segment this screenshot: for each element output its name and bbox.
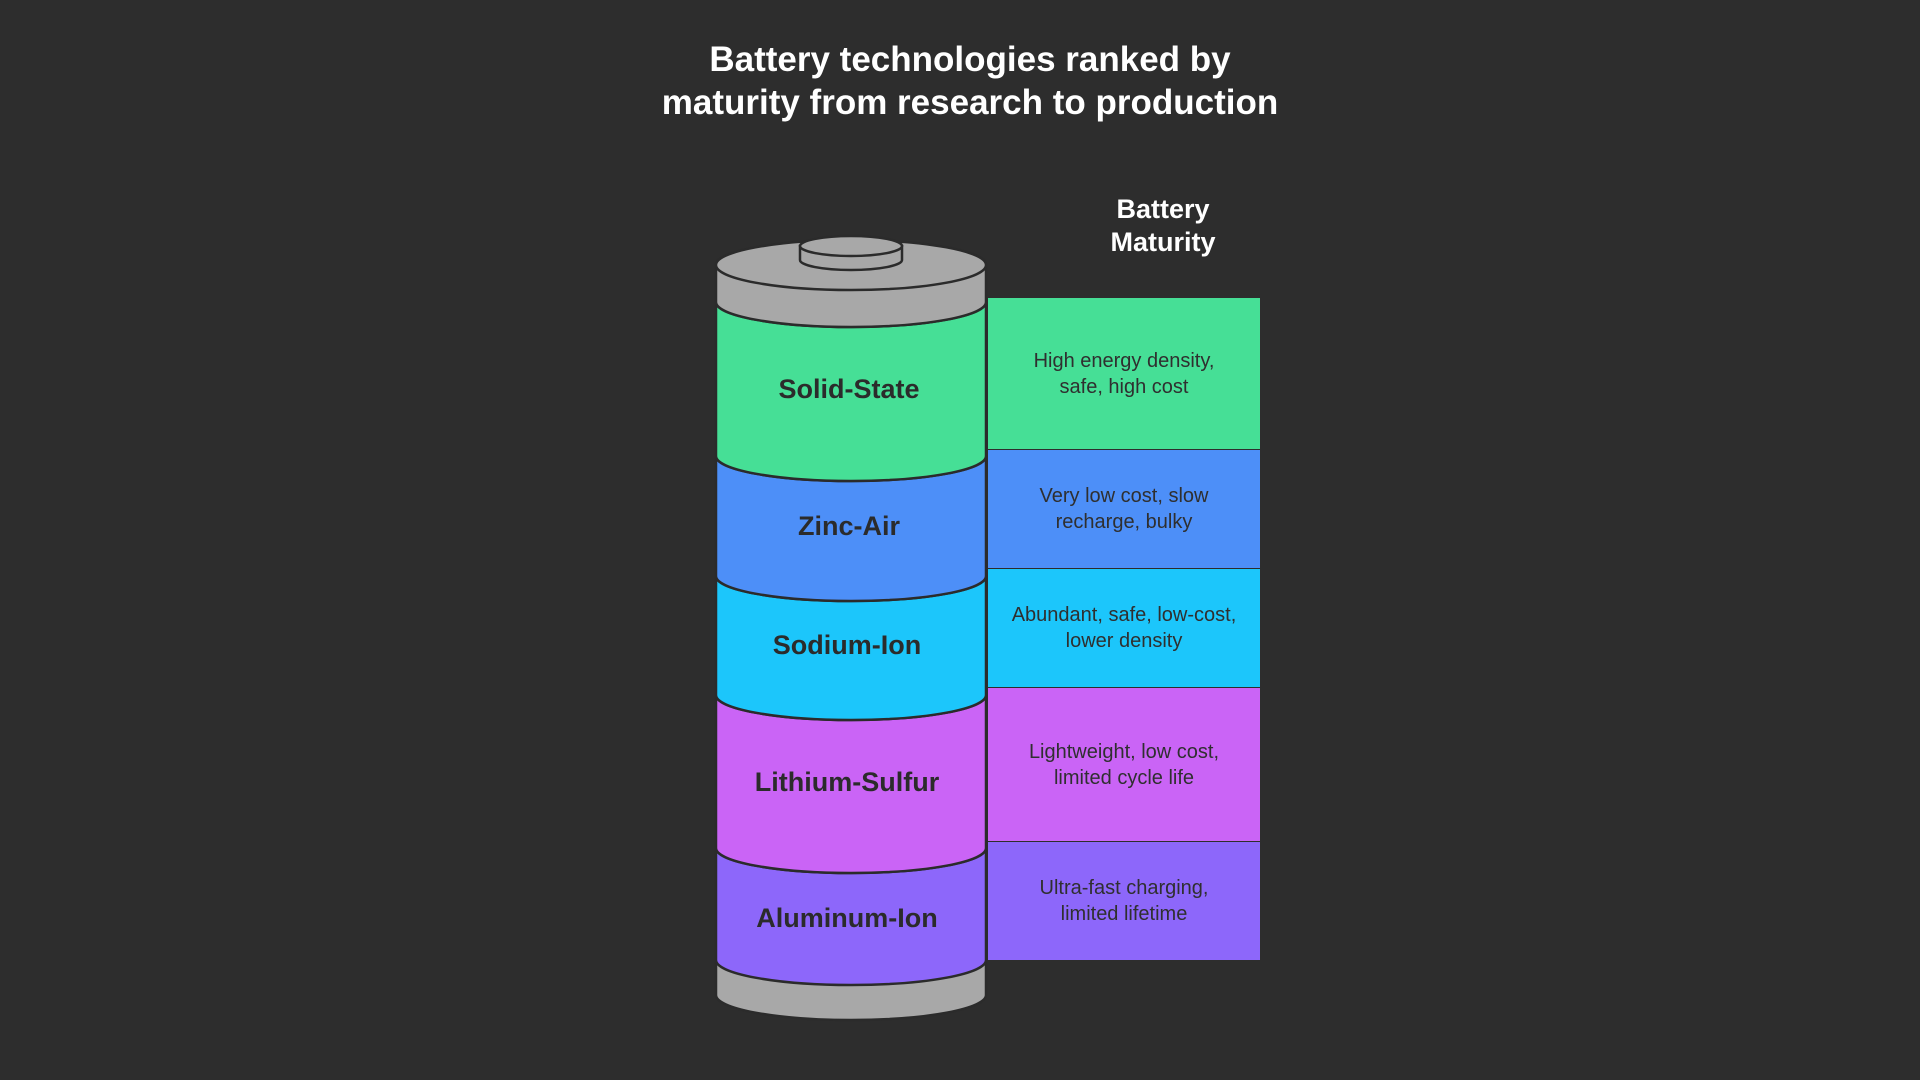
segment-label-aluminum-ion: Aluminum-Ion	[756, 903, 937, 933]
description-zinc-air: Very low cost, slow recharge, bulky	[988, 450, 1260, 568]
maturity-heading-line-2: Maturity	[1110, 227, 1216, 257]
maturity-heading: Battery Maturity	[1063, 193, 1263, 259]
description-text-solid-state: High energy density, safe, high cost	[1033, 349, 1215, 398]
segment-label-solid-state: Solid-State	[778, 374, 919, 404]
title-line-1: Battery technologies ranked by	[709, 40, 1231, 79]
maturity-heading-line-1: Battery	[1116, 194, 1210, 224]
description-text-sodium-ion: Abundant, safe, low-cost, lower density	[1011, 604, 1237, 652]
description-text-lithium-sulfur: Lightweight, low cost, limited cycle lif…	[1028, 740, 1220, 789]
battery-terminal-top	[798, 234, 904, 258]
segment-label-sodium-ion: Sodium-Ion	[773, 630, 921, 660]
diagram-title: Battery technologies ranked by maturity …	[560, 38, 1380, 124]
description-text-aluminum-ion: Ultra-fast charging, limited lifetime	[1039, 877, 1209, 925]
description-aluminum-ion: Ultra-fast charging, limited lifetime	[988, 842, 1260, 960]
description-lithium-sulfur: Lightweight, low cost, limited cycle lif…	[988, 688, 1260, 841]
description-text-zinc-air: Very low cost, slow recharge, bulky	[1039, 485, 1209, 533]
segment-label-zinc-air: Zinc-Air	[798, 511, 900, 541]
description-sodium-ion: Abundant, safe, low-cost, lower density	[988, 569, 1260, 687]
description-solid-state: High energy density, safe, high cost	[988, 298, 1260, 449]
segment-label-lithium-sulfur: Lithium-Sulfur	[755, 767, 940, 797]
title-line-2: maturity from research to production	[661, 83, 1279, 122]
